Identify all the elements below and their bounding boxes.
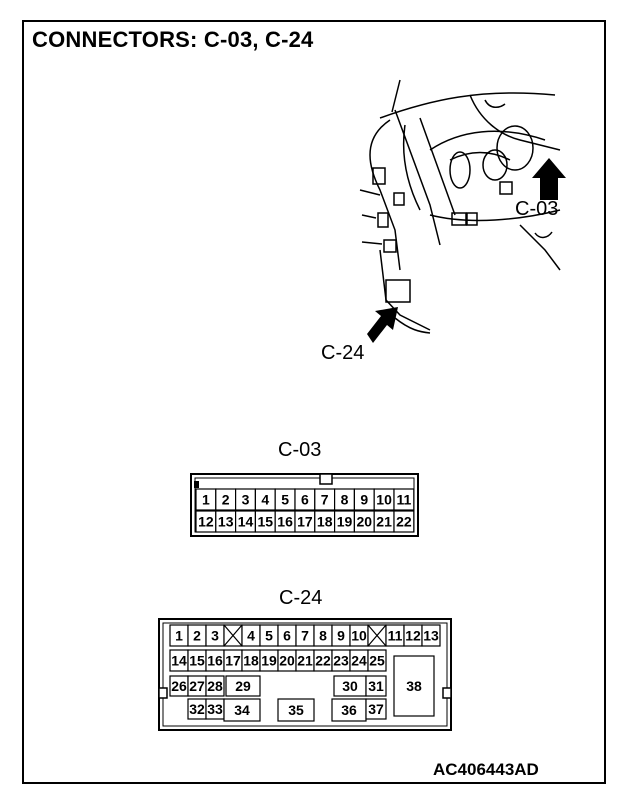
harness-illustration <box>359 79 561 334</box>
c03-pin-label: 21 <box>376 514 392 530</box>
c03-pin-label: 4 <box>261 492 269 508</box>
c24-pin-label: 17 <box>225 653 241 669</box>
c03-pin-label: 22 <box>396 514 412 530</box>
blank-pin-cross <box>367 624 387 647</box>
page-title: CONNECTORS: C-03, C-24 <box>32 27 314 52</box>
c24-pin-label: 27 <box>189 678 205 694</box>
c24-pin-label: 36 <box>341 702 357 718</box>
c24-pin-label: 28 <box>207 678 223 694</box>
c24-pin-label: 16 <box>207 653 223 669</box>
c03-pin-label: 1 <box>202 492 210 508</box>
c24-pin-label: 23 <box>333 653 349 669</box>
c24-pin-label-cell <box>393 655 435 717</box>
c24-pin-label: 7 <box>301 628 309 644</box>
c24-pin-label-cell <box>205 675 225 697</box>
c03-pin-label-cell <box>393 488 415 511</box>
c24-pin-label: 12 <box>405 628 421 644</box>
diagram-frame <box>22 20 606 784</box>
c24-pin-label: 18 <box>243 653 259 669</box>
c24-pin-label: 10 <box>351 628 367 644</box>
c24-pin-label: 33 <box>207 701 223 717</box>
c24-pin-label: 29 <box>235 678 251 694</box>
c03-pin-label: 11 <box>396 492 411 508</box>
c24-pin-label-cell <box>365 698 387 720</box>
c03-pin-label: 13 <box>218 514 234 530</box>
c24-pin-label: 20 <box>279 653 295 669</box>
c03-pin-label: 14 <box>238 514 254 530</box>
c03-pin-label-cell <box>393 510 415 533</box>
c24-pin-label: 15 <box>189 653 205 669</box>
callout-c24-label: C-24 <box>321 342 364 364</box>
c24-pin-label: 35 <box>288 702 304 718</box>
c24-pin-label: 31 <box>368 678 384 694</box>
c24-pin-label: 9 <box>337 628 345 644</box>
c24-pin-label-cell <box>365 675 387 697</box>
c03-pin-label: 19 <box>337 514 353 530</box>
c24-pin-label: 37 <box>368 701 384 717</box>
c24-pin-label: 2 <box>193 628 201 644</box>
c03-pin-label: 8 <box>341 492 349 508</box>
c24-pin-label: 32 <box>189 701 205 717</box>
c03-pin-label: 10 <box>376 492 392 508</box>
c24-pin-label: 25 <box>369 653 385 669</box>
c03-pin-label: 16 <box>277 514 293 530</box>
c24-pin-label-cell <box>225 675 261 697</box>
c24-pin-label: 1 <box>175 628 183 644</box>
c03-pin-label: 6 <box>301 492 309 508</box>
c24-pin-label-cell <box>223 698 261 722</box>
c24-pin-label: 8 <box>319 628 327 644</box>
c24-pin-label: 21 <box>297 653 313 669</box>
c24-pin-label: 19 <box>261 653 277 669</box>
c24-pin-label: 22 <box>315 653 331 669</box>
c24-pin-label-cell <box>421 624 441 647</box>
c03-pin-label: 5 <box>281 492 289 508</box>
blank-pin-cross <box>223 624 243 647</box>
c24-pin-label-cell <box>277 698 315 722</box>
callout-c03-label: C-03 <box>515 198 558 220</box>
c24-pin-label: 14 <box>171 653 187 669</box>
arrow-c24 <box>367 307 398 343</box>
c24-pin-label: 24 <box>351 653 367 669</box>
c24-pin-label: 13 <box>423 628 439 644</box>
c03-pin-label: 9 <box>360 492 368 508</box>
c24-connector <box>158 618 452 731</box>
arrow-c03 <box>532 158 566 200</box>
c24-pin-label-cell <box>367 649 387 672</box>
c24-pin-label: 4 <box>247 628 255 644</box>
c03-pin-label: 7 <box>321 492 329 508</box>
c03-pin-label: 2 <box>222 492 230 508</box>
c24-pin-label: 30 <box>342 678 358 694</box>
c24-title: C-24 <box>279 587 322 609</box>
c24-pin-label: 6 <box>283 628 291 644</box>
c03-pin-label: 12 <box>198 514 214 530</box>
c24-pin-label: 11 <box>388 628 403 644</box>
c03-pin-label: 15 <box>258 514 274 530</box>
c03-pin-label: 18 <box>317 514 333 530</box>
c24-pin-label: 38 <box>406 678 422 694</box>
c03-pin-label: 20 <box>357 514 373 530</box>
c24-pin-label: 34 <box>234 702 250 718</box>
figure-code: AC406443AD <box>433 760 539 779</box>
c24-pin-label: 26 <box>171 678 187 694</box>
c24-pin-label: 5 <box>265 628 273 644</box>
c03-pin-label: 3 <box>242 492 250 508</box>
c24-pin-label: 3 <box>211 628 219 644</box>
c03-pin-label: 17 <box>297 514 313 530</box>
c03-title: C-03 <box>278 439 321 461</box>
